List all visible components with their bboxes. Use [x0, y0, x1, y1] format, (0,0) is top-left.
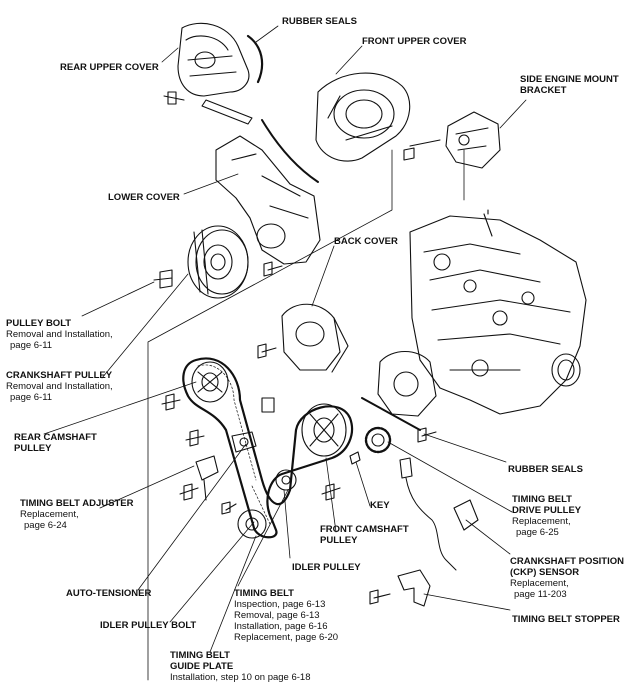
- label-title: IDLER PULLEY BOLT: [100, 620, 197, 631]
- label-rubber-seals-bottom: RUBBER SEALS: [508, 464, 583, 475]
- label-ref: page 6-24: [24, 520, 67, 531]
- label-title: TIMING BELT: [170, 650, 230, 661]
- label-front-upper-cover: FRONT UPPER COVER: [362, 36, 467, 47]
- label-idler-pulley: IDLER PULLEY: [292, 562, 361, 573]
- label-title: TIMING BELT: [234, 588, 294, 599]
- side-engine-mount-bracket-part: [403, 111, 501, 169]
- front-camshaft-pulley-part: [301, 403, 347, 457]
- key-part: [349, 451, 361, 465]
- label-pulley-bolt: PULLEY BOLT Removal and Installation, pa…: [6, 318, 113, 351]
- label-title: BRACKET: [520, 85, 567, 96]
- label-rubber-seals-top: RUBBER SEALS: [282, 16, 357, 27]
- label-auto-tensioner: AUTO-TENSIONER: [66, 588, 151, 599]
- label-title: FRONT UPPER COVER: [362, 36, 467, 47]
- label-ref: Replacement,: [512, 516, 571, 527]
- label-ref: Replacement, page 6-20: [234, 632, 339, 643]
- label-ref: page 6-25: [516, 527, 559, 538]
- label-ref: Inspection, page 6-13: [234, 599, 326, 610]
- label-title: FRONT CAMSHAFT: [320, 524, 409, 535]
- label-title: CRANKSHAFT POSITION: [510, 556, 624, 567]
- label-lower-cover: LOWER COVER: [108, 192, 180, 203]
- timing-belt-guide-plate-part: [237, 509, 267, 539]
- label-title: RUBBER SEALS: [508, 464, 583, 475]
- label-title: KEY: [370, 500, 390, 511]
- label-crankshaft-pulley: CRANKSHAFT PULLEY Removal and Installati…: [6, 370, 113, 403]
- label-title: PULLEY: [320, 535, 358, 546]
- label-title: GUIDE PLATE: [170, 661, 234, 672]
- label-ref: page 6-11: [10, 340, 53, 351]
- label-title: TIMING BELT: [512, 494, 572, 505]
- label-ref: page 11-203: [514, 589, 567, 600]
- auto-tensioner-part: [231, 431, 257, 453]
- label-timing-belt-stopper: TIMING BELT STOPPER: [512, 614, 620, 625]
- bolts-part: [161, 261, 437, 515]
- label-key: KEY: [370, 500, 390, 511]
- timing-belt-part: [182, 357, 354, 539]
- label-ref: Replacement,: [20, 509, 79, 520]
- label-back-cover: BACK COVER: [334, 236, 398, 247]
- lower-cover-part: [215, 119, 321, 265]
- label-title: RUBBER SEALS: [282, 16, 357, 27]
- label-ref: Installation, page 6-16: [234, 621, 328, 632]
- label-title: PULLEY: [14, 443, 52, 454]
- label-title: DRIVE PULLEY: [512, 505, 582, 516]
- idler-pulley-part: [275, 469, 297, 491]
- label-timing-belt-adjuster: TIMING BELT ADJUSTER Replacement, page 6…: [20, 498, 133, 531]
- front-upper-cover-part: [315, 72, 411, 162]
- label-ckp-sensor: CRANKSHAFT POSITION (CKP) SENSOR Replace…: [510, 556, 624, 600]
- label-side-engine-mount-bracket: SIDE ENGINE MOUNT BRACKET: [520, 74, 619, 96]
- rubber-seals-bottom-part: [361, 397, 421, 431]
- label-title: TIMING BELT STOPPER: [512, 614, 620, 625]
- label-rear-upper-cover: REAR UPPER COVER: [60, 62, 159, 73]
- label-rear-camshaft-pulley: REAR CAMSHAFT PULLEY: [14, 432, 97, 454]
- label-ref: Replacement,: [510, 578, 569, 589]
- label-timing-belt-drive-pulley: TIMING BELT DRIVE PULLEY Replacement, pa…: [512, 494, 581, 538]
- pulley-bolt-part: [153, 269, 173, 289]
- label-title: SIDE ENGINE MOUNT: [520, 74, 619, 85]
- crankshaft-pulley-part: [187, 225, 249, 299]
- leader-lines: [43, 25, 527, 653]
- timing-belt-drive-pulley-part: [364, 426, 392, 454]
- rear-camshaft-pulley-part: [191, 361, 229, 403]
- timing-belt-adjuster-part: [195, 455, 219, 501]
- label-timing-belt-guide-plate: TIMING BELT GUIDE PLATE Installation, st…: [170, 650, 311, 683]
- label-ref: Installation, step 10 on page 6-18: [170, 672, 311, 683]
- label-title: CRANKSHAFT PULLEY: [6, 370, 113, 381]
- label-title: (CKP) SENSOR: [510, 567, 580, 578]
- label-idler-pulley-bolt: IDLER PULLEY BOLT: [100, 620, 196, 631]
- ckp-sensor-part: [399, 457, 479, 571]
- label-ref: Removal and Installation,: [6, 381, 113, 392]
- engine-front-cover-part: [377, 350, 437, 417]
- back-cover-part: [281, 303, 349, 373]
- bolt-rear-upper: [163, 91, 185, 105]
- engine-block-part: [409, 209, 587, 415]
- label-title: REAR CAMSHAFT: [14, 432, 97, 443]
- label-ref: Removal, page 6-13: [234, 610, 320, 621]
- label-ref: Removal and Installation,: [6, 329, 113, 340]
- label-title: AUTO-TENSIONER: [66, 588, 152, 599]
- label-timing-belt: TIMING BELT Inspection, page 6-13 Remova…: [234, 588, 338, 643]
- label-title: PULLEY BOLT: [6, 318, 72, 329]
- label-title: TIMING BELT ADJUSTER: [20, 498, 134, 509]
- timing-belt-stopper-part: [369, 569, 431, 607]
- label-ref: page 6-11: [10, 392, 53, 403]
- label-title: IDLER PULLEY: [292, 562, 361, 573]
- label-front-camshaft-pulley: FRONT CAMSHAFT PULLEY: [320, 524, 409, 546]
- label-title: LOWER COVER: [108, 192, 180, 203]
- rear-upper-cover-part: [177, 22, 264, 125]
- label-title: BACK COVER: [334, 236, 398, 247]
- label-title: REAR UPPER COVER: [60, 62, 159, 73]
